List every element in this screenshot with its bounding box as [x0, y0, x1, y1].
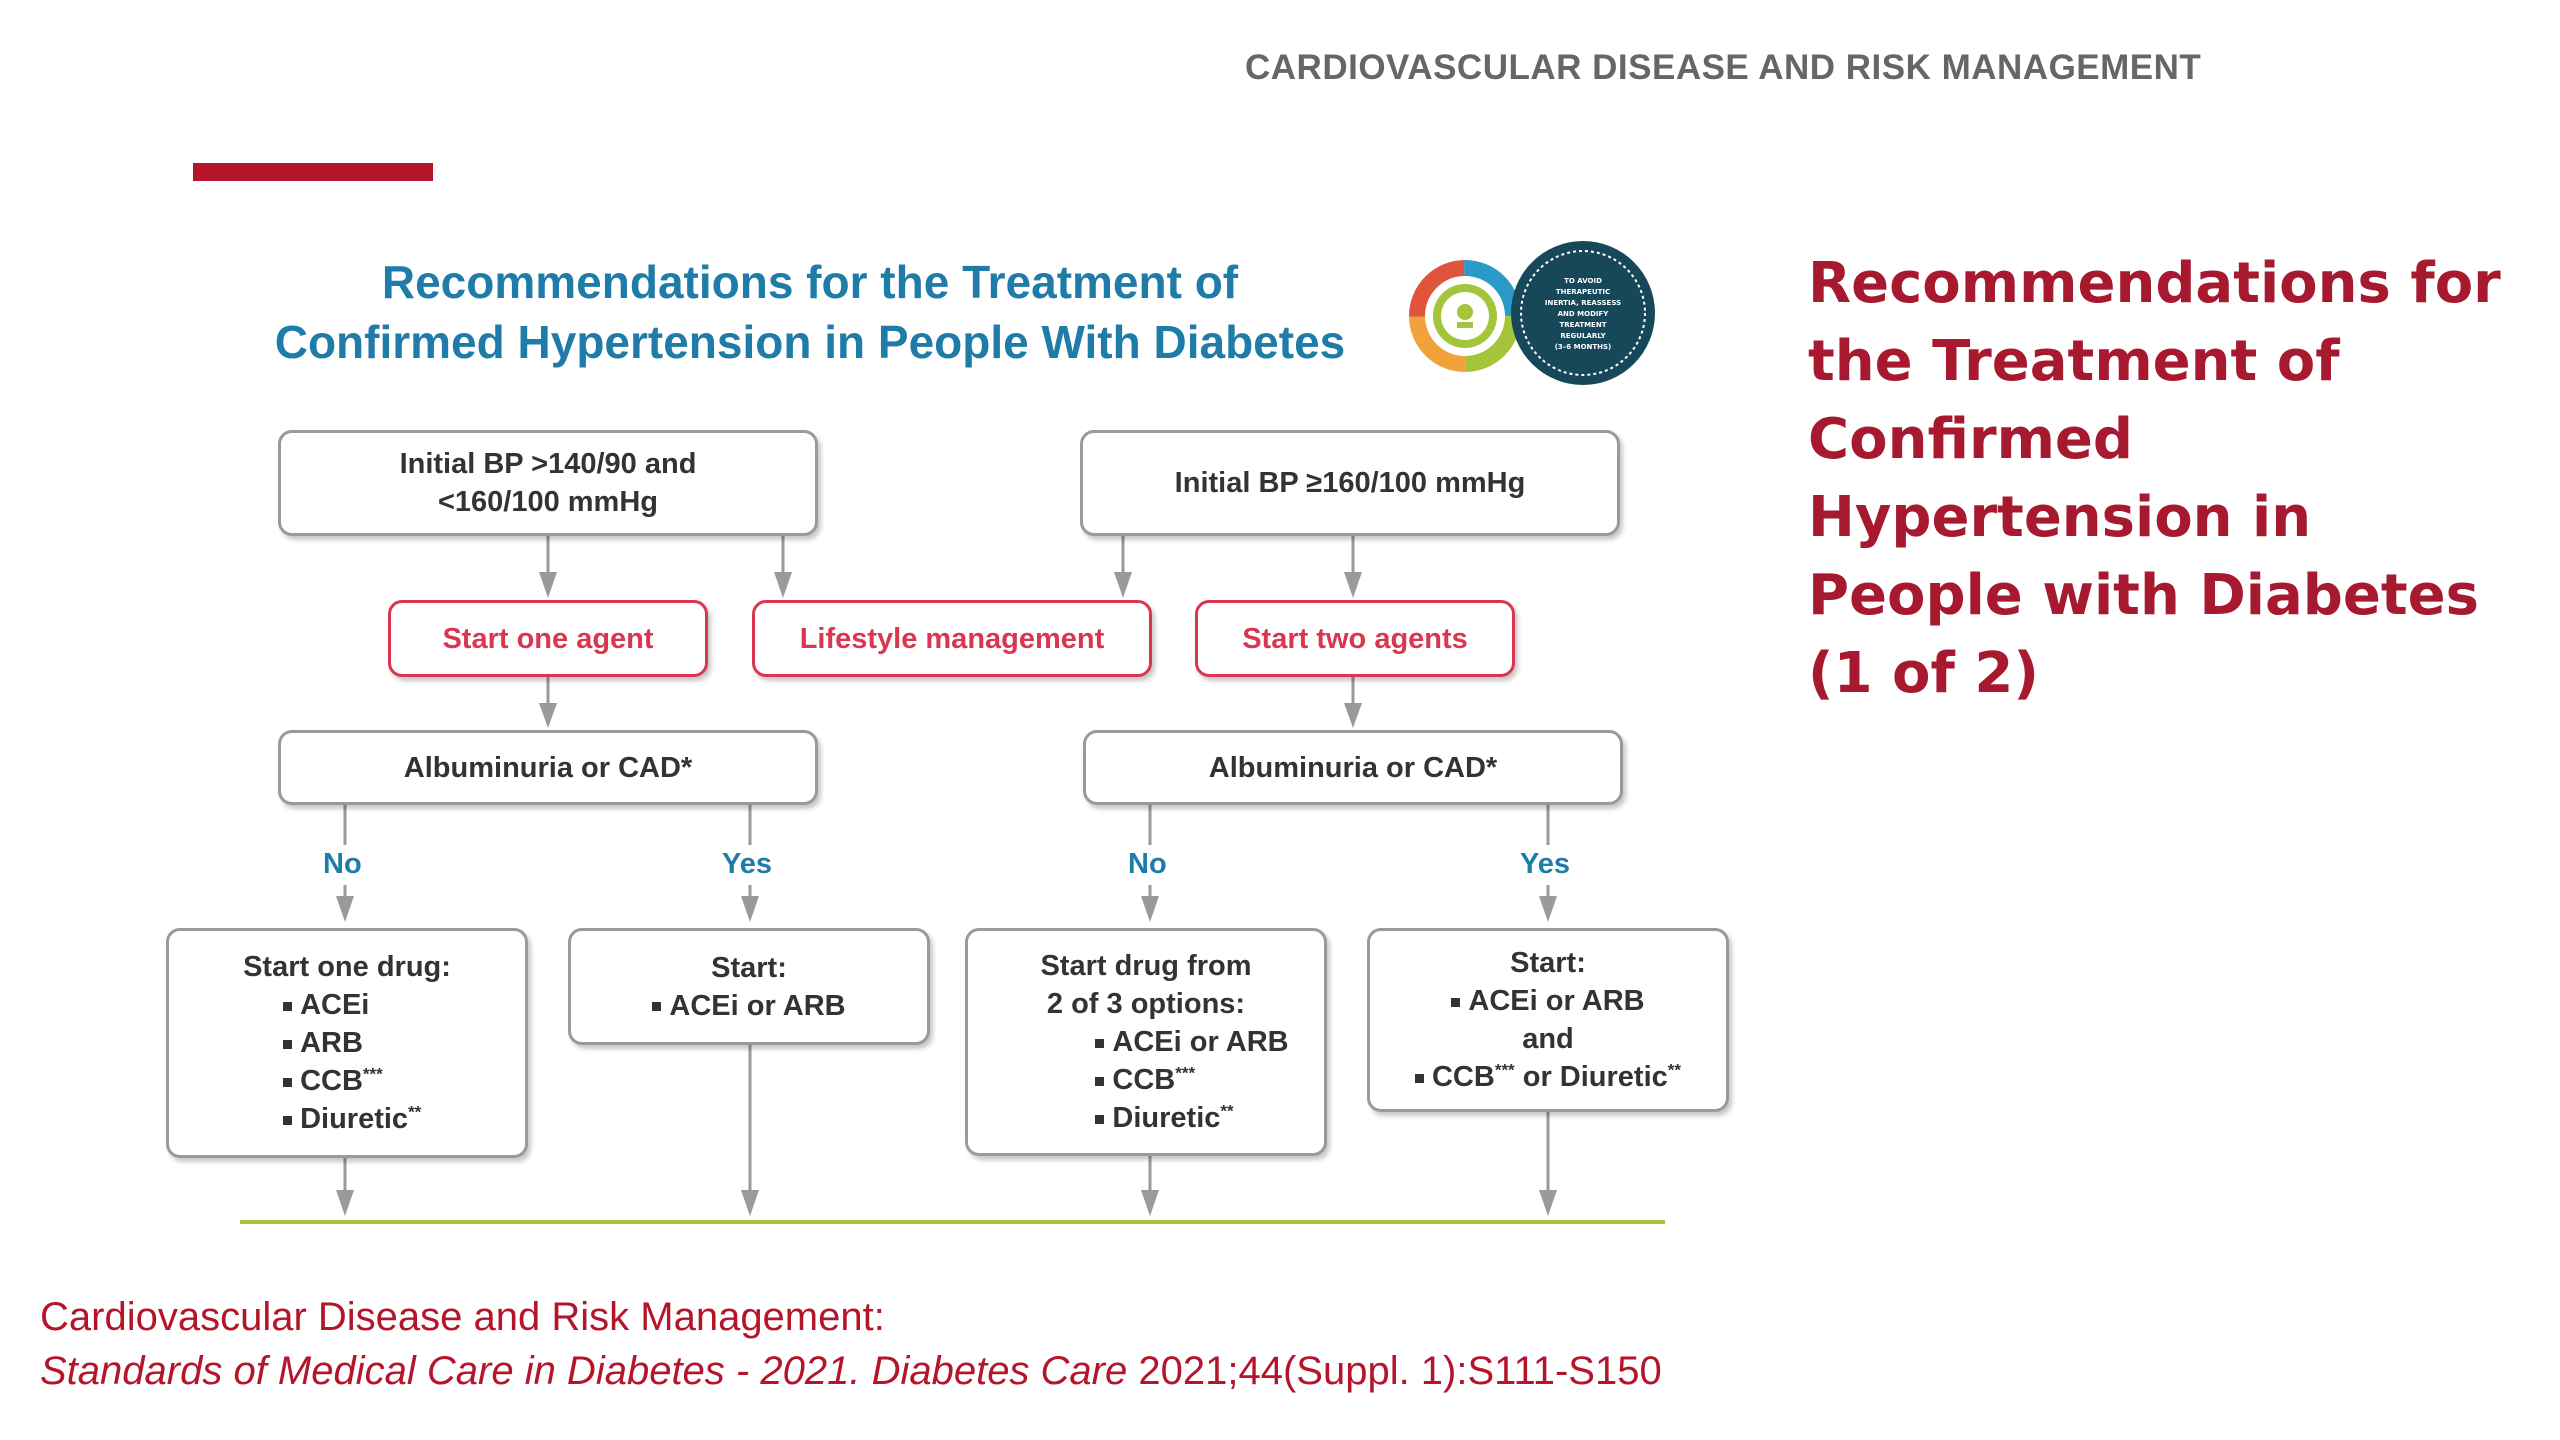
bullet-icon: [283, 1115, 293, 1125]
reassess-badge-icon: TO AVOID THERAPEUTIC INERTIA, REASSESS A…: [1409, 241, 1655, 385]
box-start-one-agent: Start one agent: [388, 600, 708, 677]
one-drug-option-ccb: CCB***: [243, 1062, 451, 1100]
bullet-icon: [1451, 997, 1461, 1007]
label-no-left: No: [323, 848, 362, 880]
combination-heading: Start:: [1510, 947, 1586, 979]
box-combination: Start: ACEi or ARB and CCB*** or Diureti…: [1367, 928, 1729, 1112]
combination-option-ccb-diuretic: CCB*** or Diuretic**: [1414, 1058, 1681, 1096]
initial-bp-high-text: Initial BP ≥160/100 mmHg: [1174, 467, 1526, 499]
combination-and: and: [1522, 1023, 1574, 1055]
badge-line-5: TREATMENT: [1560, 321, 1607, 329]
two-of-three-heading-line1: Start drug from: [1040, 950, 1252, 982]
citation-line1: Cardiovascular Disease and Risk Manageme…: [40, 1295, 885, 1339]
label-no-right: No: [1128, 848, 1167, 880]
badge-line-4: AND MODIFY: [1558, 310, 1610, 318]
one-drug-heading: Start one drug:: [243, 951, 451, 983]
acei-arb-option: ACEi or ARB: [652, 987, 846, 1025]
box-albuminuria-left: Albuminuria or CAD*: [278, 730, 818, 805]
initial-bp-moderate-line2: <160/100 mmHg: [437, 486, 659, 518]
badge-line-6: REGULARLY: [1560, 332, 1606, 340]
connector-lines: [343, 536, 1550, 1195]
box-two-of-three: Start drug from 2 of 3 options: ACEi or …: [965, 928, 1327, 1156]
bullet-icon: [1414, 1073, 1424, 1083]
bullet-icon: [652, 1002, 662, 1012]
two-of-three-option-acei-arb: ACEi or ARB: [1003, 1023, 1289, 1061]
lifestyle-management-text: Lifestyle management: [799, 622, 1105, 655]
bullet-icon: [1095, 1114, 1105, 1124]
one-drug-option-arb: ARB: [243, 1024, 451, 1062]
badge-line-2: THERAPEUTIC: [1556, 288, 1610, 296]
albuminuria-right-text: Albuminuria or CAD*: [1208, 751, 1498, 784]
bullet-icon: [1095, 1038, 1105, 1048]
badge-line-3: INERTIA, REASSESS: [1545, 299, 1621, 307]
badge-line-1: TO AVOID: [1564, 277, 1602, 285]
one-drug-option-acei: ACEi: [243, 986, 451, 1024]
citation: Cardiovascular Disease and Risk Manageme…: [40, 1290, 1940, 1398]
bullet-icon: [283, 1001, 293, 1011]
box-start-one-drug: Start one drug: ACEi ARB CCB*** Diuretic…: [166, 928, 528, 1158]
box-initial-bp-high: Initial BP ≥160/100 mmHg: [1080, 430, 1620, 536]
accent-bar: [193, 163, 433, 181]
label-yes-right: Yes: [1520, 848, 1570, 880]
box-start-acei-arb: Start: ACEi or ARB: [568, 928, 930, 1045]
albuminuria-left-text: Albuminuria or CAD*: [403, 751, 693, 784]
diagram-title-line1: Recommendations for the Treatment of: [381, 256, 1239, 308]
one-drug-option-diuretic: Diuretic**: [243, 1100, 451, 1138]
citation-volume: 2021;44(Suppl. 1):S111-S150: [1127, 1349, 1662, 1393]
box-albuminuria-right: Albuminuria or CAD*: [1083, 730, 1623, 805]
diagram-title-line2: Confirmed Hypertension in People With Di…: [274, 316, 1346, 368]
badge-line-7: (3–6 MONTHS): [1555, 343, 1612, 351]
combination-option-acei-arb: ACEi or ARB: [1415, 982, 1681, 1020]
bullet-icon: [283, 1039, 293, 1049]
acei-arb-heading: Start:: [711, 951, 787, 984]
citation-journal: Standards of Medical Care in Diabetes - …: [40, 1349, 1128, 1393]
box-initial-bp-moderate: Initial BP >140/90 and <160/100 mmHg: [278, 430, 818, 536]
start-two-agents-text: Start two agents: [1242, 622, 1468, 655]
start-one-agent-text: Start one agent: [442, 622, 654, 655]
two-of-three-heading-line2: 2 of 3 options:: [1046, 988, 1246, 1020]
bullet-icon: [283, 1077, 293, 1087]
initial-bp-moderate-line1: Initial BP >140/90 and: [399, 448, 697, 480]
two-of-three-option-diuretic: Diuretic**: [1003, 1099, 1288, 1137]
box-start-two-agents: Start two agents: [1195, 600, 1515, 677]
section-header: CARDIOVASCULAR DISEASE AND RISK MANAGEME…: [1245, 48, 2202, 87]
two-of-three-option-ccb: CCB***: [1003, 1061, 1288, 1099]
slide-title: Recommendations for the Treatment of Con…: [1808, 251, 2501, 706]
arrow-heads: [336, 572, 1557, 1216]
bullet-icon: [1095, 1076, 1105, 1086]
diagram-title: Recommendations for the Treatment of Con…: [230, 252, 1390, 372]
box-lifestyle-management: Lifestyle management: [752, 600, 1152, 677]
citation-line2: Standards of Medical Care in Diabetes - …: [40, 1344, 1940, 1398]
label-yes-left: Yes: [722, 848, 772, 880]
